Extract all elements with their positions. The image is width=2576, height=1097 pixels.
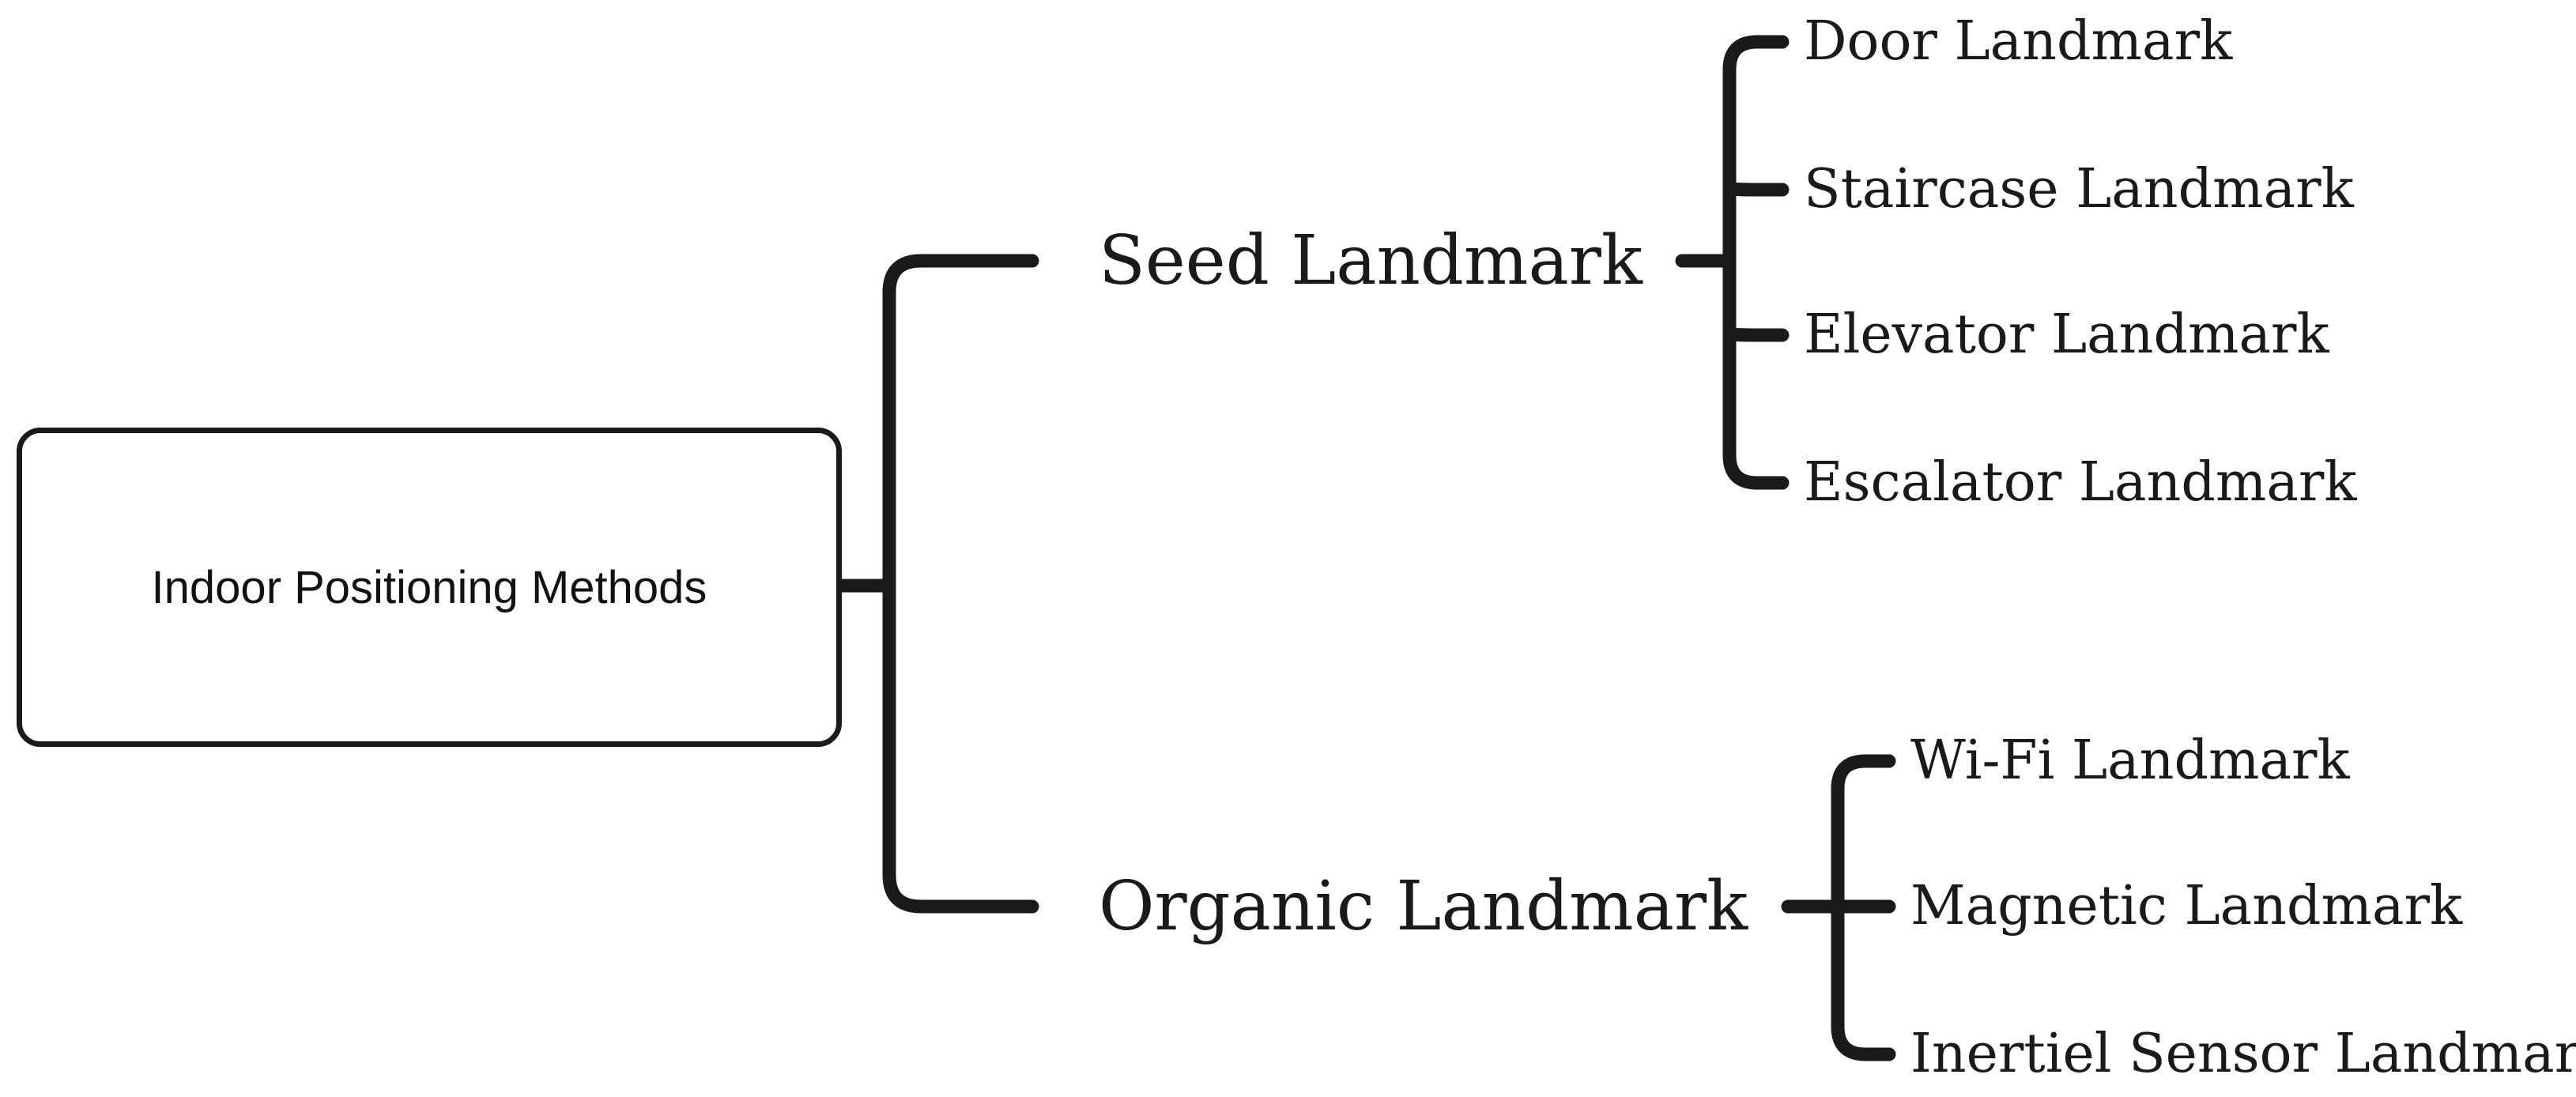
- connector-seed-tick-2: [1722, 181, 1790, 197]
- connector-root-bracket: [882, 254, 1039, 914]
- branch-seed-landmark: Seed Landmark: [1099, 221, 1643, 300]
- connector-seed-bracket: [1722, 35, 1790, 490]
- root-node-label: Indoor Positioning Methods: [151, 561, 707, 613]
- leaf-magnetic-landmark: Magnetic Landmark: [1910, 875, 2463, 937]
- connector-seed-tick-3: [1722, 326, 1790, 342]
- root-node: Indoor Positioning Methods: [17, 428, 842, 747]
- leaf-inertiel-sensor-landmark: Inertiel Sensor Landmark: [1910, 1023, 2576, 1085]
- branch-organic-landmark: Organic Landmark: [1099, 867, 1748, 946]
- leaf-door-landmark: Door Landmark: [1804, 10, 2233, 73]
- leaf-wifi-landmark: Wi-Fi Landmark: [1910, 729, 2350, 792]
- leaf-elevator-landmark: Elevator Landmark: [1804, 303, 2329, 366]
- leaf-staircase-landmark: Staircase Landmark: [1804, 158, 2354, 221]
- leaf-escalator-landmark: Escalator Landmark: [1804, 451, 2357, 514]
